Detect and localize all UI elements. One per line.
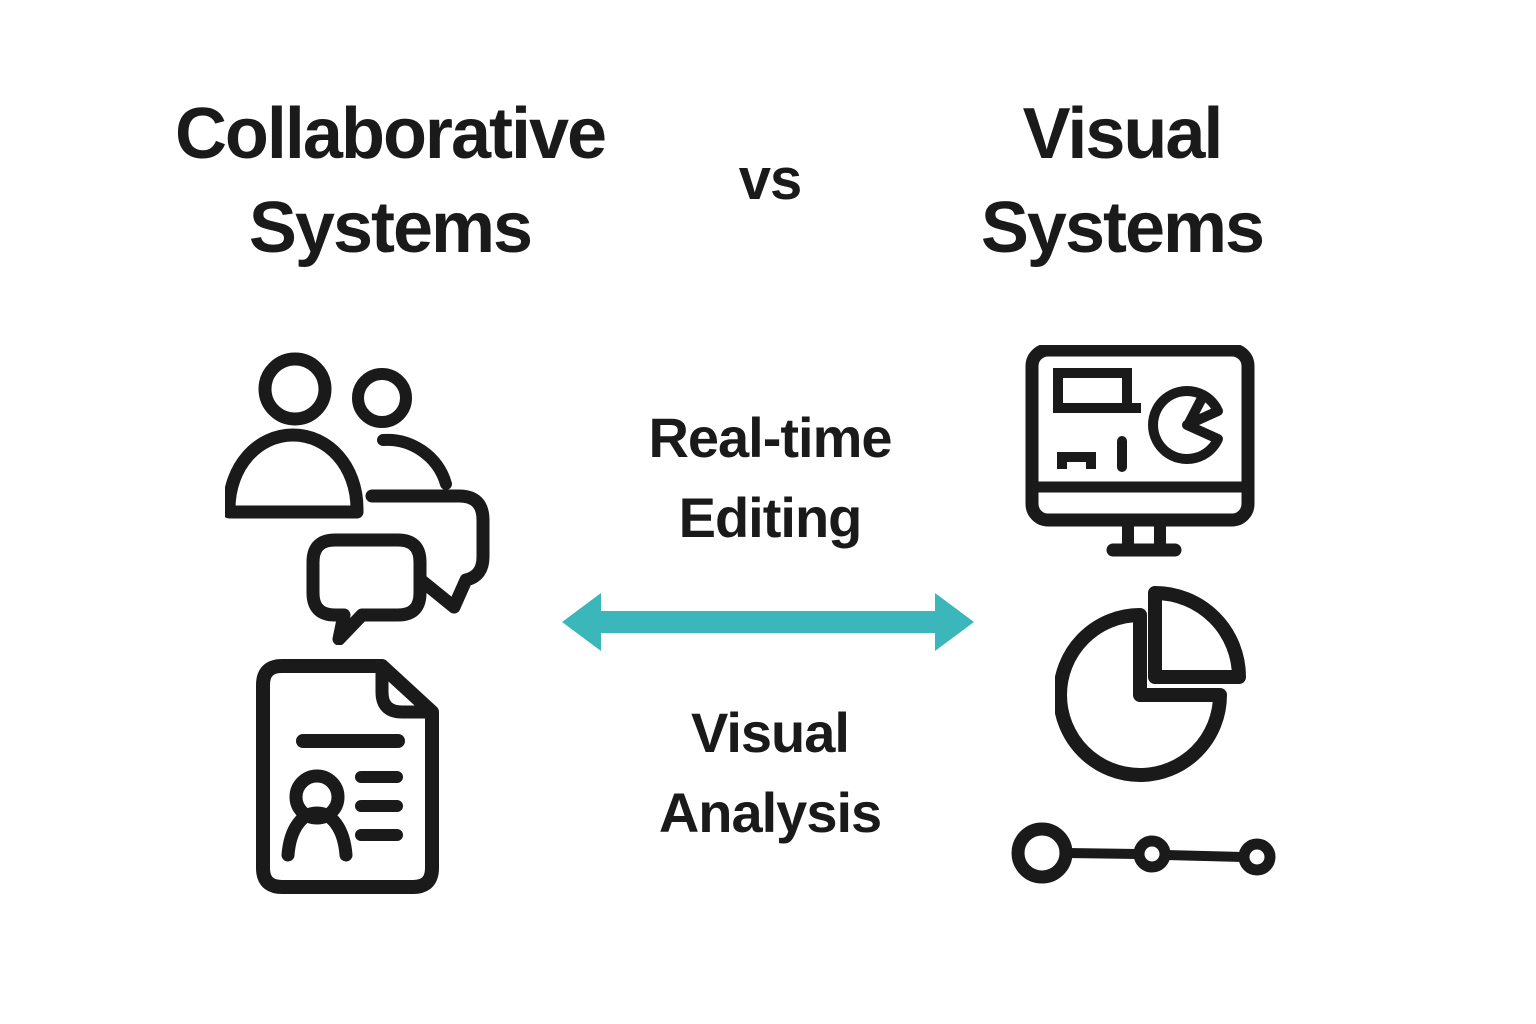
heading-collaborative-systems: Collaborative Systems xyxy=(90,88,690,275)
relation-bottom-line2: Analysis xyxy=(658,780,882,844)
relation-bottom-line1: Visual xyxy=(691,701,850,764)
double-arrow-shape xyxy=(562,593,974,651)
heading-right-line2: Systems xyxy=(980,187,1265,268)
group-chat-icon xyxy=(225,352,490,645)
pie-chart-icon xyxy=(1055,586,1246,782)
timeline-dots-icon xyxy=(1011,822,1276,884)
double-arrow-icon xyxy=(562,593,974,651)
document-profile-icon xyxy=(256,659,439,894)
heading-left-line2: Systems xyxy=(248,187,533,268)
relation-label-visual-analysis: Visual Analysis xyxy=(570,693,970,852)
heading-left-line1: Collaborative xyxy=(174,94,607,174)
heading-visual-systems: Visual Systems xyxy=(822,88,1422,275)
dashboard-monitor-icon xyxy=(1025,345,1255,557)
relation-top-line1: Real-time xyxy=(648,406,892,469)
vs-separator: vs xyxy=(738,147,803,212)
heading-right-line1: Visual xyxy=(1022,94,1224,174)
relation-top-line2: Editing xyxy=(678,485,863,549)
relation-label-realtime-editing: Real-time Editing xyxy=(570,398,970,557)
